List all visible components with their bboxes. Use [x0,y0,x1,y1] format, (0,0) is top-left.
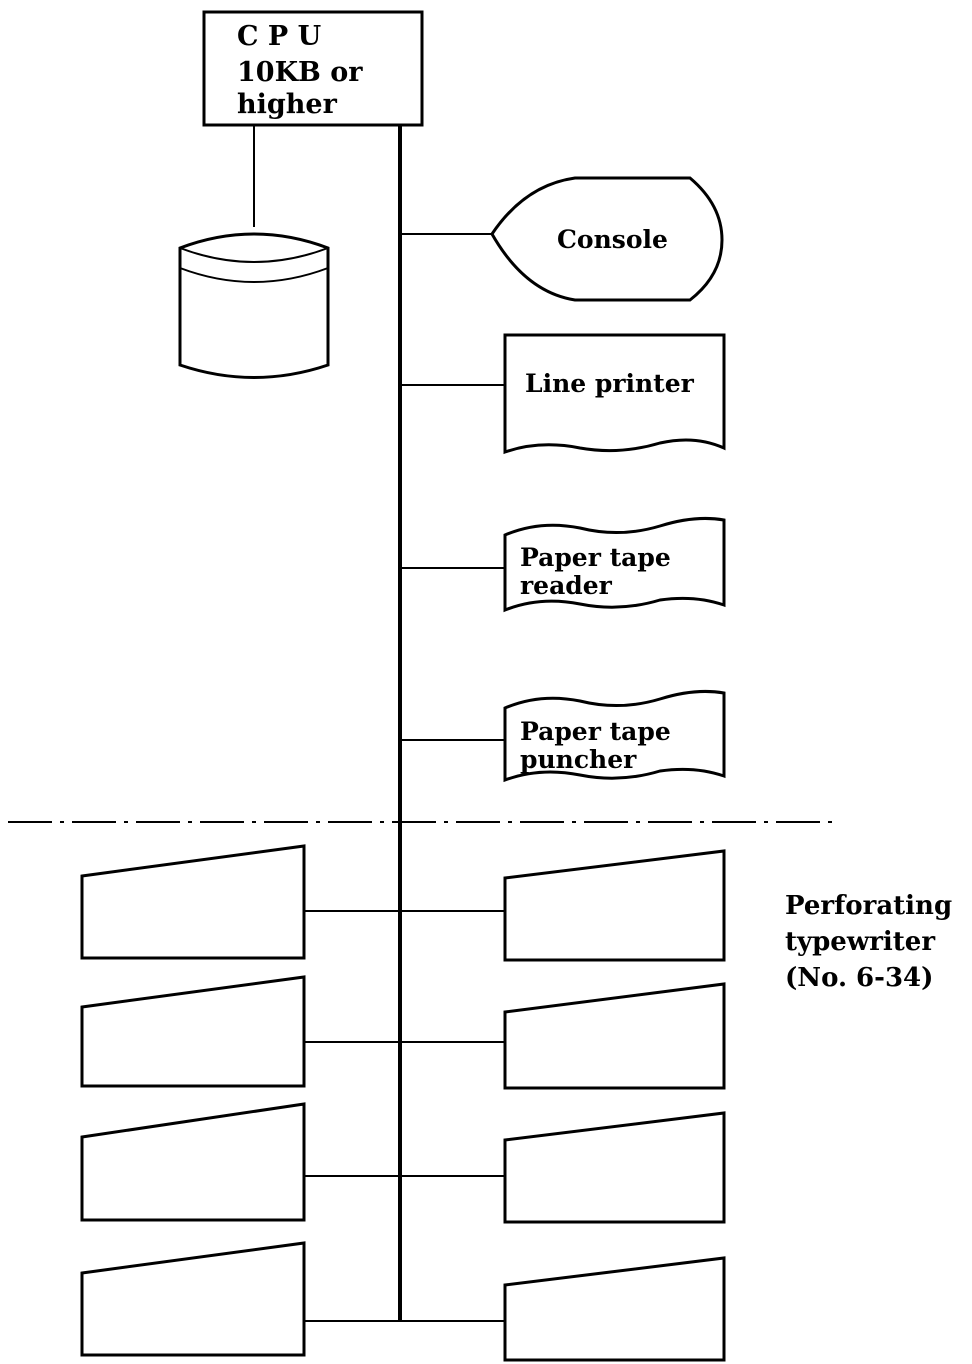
magnetic-disk-icon [178,232,330,379]
paper-tape-puncher-label-line2: puncher [520,745,637,774]
cpu-box: C P U 10KB or higher [202,10,424,127]
paper-tape-puncher-device: Paper tape puncher [503,689,726,783]
cpu-label-line2: 10KB or [237,57,363,88]
console-label: Console [557,225,668,254]
typewriter-right-3 [503,1111,726,1224]
cpu-label-line3: higher [237,89,338,120]
console-device: Console [490,176,724,302]
typewriter-label-line1: Perforating [785,891,952,921]
typewriter-left-3 [80,1102,306,1222]
typewriter-left-4 [80,1241,306,1357]
line-printer-label: Line printer [525,369,695,398]
paper-tape-reader-label-line2: reader [520,571,613,600]
typewriter-right-2 [503,982,726,1090]
paper-tape-puncher-label-line1: Paper tape [520,717,671,746]
line-printer-device: Line printer [503,333,726,455]
cpu-label-line1: C P U [237,21,321,52]
typewriter-left-2 [80,975,306,1088]
typewriter-label-line3: (No. 6-34) [785,963,933,993]
typewriter-left-1 [80,844,306,960]
paper-tape-reader-label-line1: Paper tape [520,543,671,572]
paper-tape-reader-device: Paper tape reader [503,516,726,613]
typewriter-right-1 [503,849,726,962]
typewriter-label-line2: typewriter [785,927,935,957]
typewriter-right-4 [503,1256,726,1362]
